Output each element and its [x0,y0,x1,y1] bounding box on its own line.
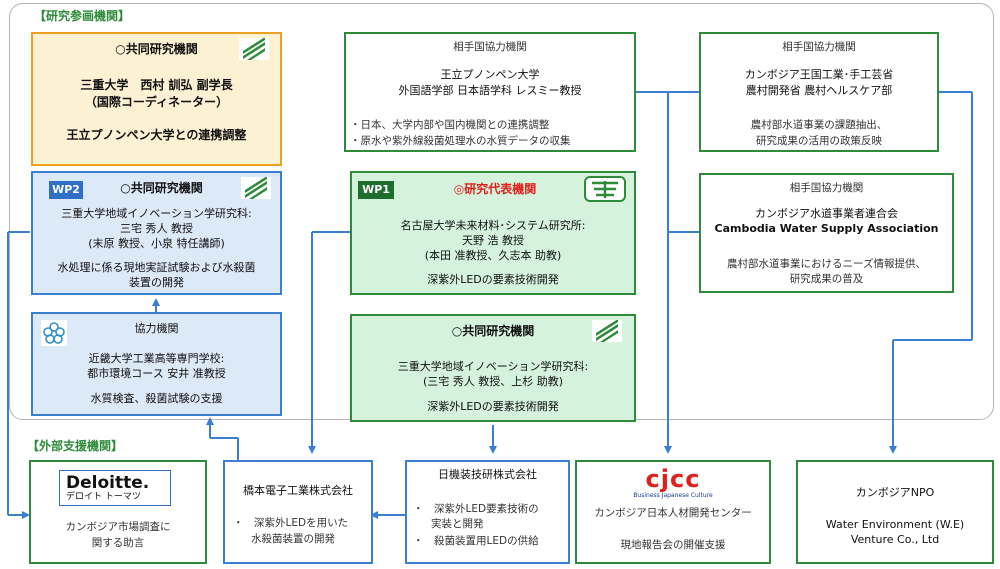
deloitte-logo-main: Deloitte. [66,473,150,493]
deloitte-logo-sub: デロイト トーマツ [66,492,141,502]
section-label-external: 【外部支援機関】 [27,439,124,453]
wp2-line2: 三宅 秀人 教授 [120,222,193,235]
mie-university-logo-icon [241,176,271,199]
coop-title: ○共同研究機関 [115,42,198,56]
coop2-mie-box: ○共同研究機関 三重大学地域イノベーション学研究科: (三宅 秀人 教授、上杉 … [350,314,636,422]
wp1-line4: 深紫外LEDの要素技術開発 [427,273,559,286]
npo-box: カンボジアNPO Water Environment (W.E) Venture… [796,460,994,564]
deloitte-box: Deloitte. デロイト トーマツ カンボジア市場調査に 関する助言 [29,460,207,564]
cjcc-desc: 現地報告会の開催支援 [620,539,726,551]
partner-name2: Cambodia Water Supply Association [714,222,939,235]
npo-line2: Venture Co., Ltd [850,533,940,546]
wp1-nagoya-box: WP1 ◎研究代表機関 名古屋大学未来材料･システム研究所: 天野 浩 教授 (… [350,171,636,295]
partner-desc1: 農村部水道事業の課題抽出、 [750,119,888,131]
kindai-line3: 水質検査、殺菌試験の支援 [90,392,223,405]
nikkiso-bullet2: 実装と開発 [431,518,484,530]
deloitte-desc2: 関する助言 [91,537,145,549]
wp2-mie-box: WP2 ○共同研究機関 三重大学地域イノベーション学研究科: 三宅 秀人 教授 … [31,171,282,295]
hashimoto-box: 橋本電子工業株式会社 ・ 深紫外LEDを用いた 水殺菌装置の開発 [223,460,373,564]
kindai-line1: 近畿大学工業高等専門学校: [88,352,225,365]
wp1-title: ◎研究代表機関 [453,182,537,196]
partner-name1: カンボジア水道事業者連合会 [755,207,898,220]
partner-heading: 相手国協力機関 [782,41,856,53]
wp2-line5: 装置の開発 [129,276,184,289]
kindai-title: 協力機関 [134,322,179,335]
partner-mih-box: 相手国協力機関 カンボジア王国工業･手工芸省 農村開発省 農村ヘルスケア部 農村… [699,32,939,152]
wp2-line3: (末原 教授、小泉 特任講師) [88,237,225,250]
nagoya-university-logo-icon [584,176,626,202]
kindai-box: 協力機関 近畿大学工業高等専門学校: 都市環境コース 安井 准教授 水質検査、殺… [31,312,282,416]
section-label-research: 【研究参画機関】 [34,9,131,23]
coop2-line1: 三重大学地域イノベーション学研究科: [397,360,589,373]
kindai-flower-logo-icon [41,320,67,346]
coop-line1: 三重大学 西村 訓弘 副学長 [80,78,233,92]
hashimoto-bullet1: ・ 深紫外LEDを用いた [233,517,349,529]
nikkiso-box: 日機装技研株式会社 ・ 深紫外LED要素技術の 実装と開発 ・ 殺菌装置用LED… [405,460,570,564]
wp1-tag: WP1 [358,181,394,199]
coop2-line3: 深紫外LEDの要素技術開発 [427,400,559,413]
partner-bullet2: ・原水や紫外線殺菌処理水の水質データの収集 [350,135,571,147]
mie-university-logo-icon [239,37,269,60]
coop-line3: 王立プノンペン大学との連携調整 [66,128,247,142]
wp1-line1: 名古屋大学未来材料･システム研究所: [400,219,586,232]
nikkiso-bullet3: ・ 殺菌装置用LEDの供給 [413,535,539,547]
cjcc-logo-small: Business Japanese Culture [633,492,713,499]
hashimoto-title: 橋本電子工業株式会社 [243,484,353,497]
wp1-line2: 天野 浩 教授 [462,234,524,247]
wp2-title: ○共同研究機関 [120,181,203,195]
deloitte-desc1: カンボジア市場調査に [65,521,171,533]
nikkiso-bullet1: ・ 深紫外LED要素技術の [413,503,539,515]
partner-desc1: 農村部水道事業におけるニーズ情報提供、 [727,258,926,270]
deloitte-logo: Deloitte. デロイト トーマツ [59,470,171,506]
wp1-line3: (本田 准教授、久志本 助教) [424,249,562,262]
coop-line2: （国際コーディネーター） [84,95,229,109]
cjcc-name: カンボジア日本人材開発センター [594,507,752,519]
coop2-title: ○共同研究機関 [451,324,535,338]
partner-name2: 外国語学部 日本語学科 レスミー教授 [398,84,582,97]
partner-heading: 相手国協力機関 [789,182,864,194]
hashimoto-bullet2: 水殺菌装置の開発 [251,533,335,545]
partner-rupp-box: 相手国協力機関 王立プノンペン大学 外国語学部 日本語学科 レスミー教授 ・日本… [344,32,636,152]
cjcc-box: cjcc Business Japanese Culture カンボジア日本人材… [575,460,771,564]
wp2-tag: WP2 [49,181,83,199]
partner-cwsa-box: 相手国協力機関 カンボジア水道事業者連合会 Cambodia Water Sup… [699,173,954,293]
partner-desc2: 研究成果の普及 [789,273,864,285]
coop2-line2: (三宅 秀人 教授、上杉 助教) [422,375,564,388]
coop-institution-mie-box: ○共同研究機関 三重大学 西村 訓弘 副学長 （国際コーディネーター） 王立プノ… [31,32,282,166]
partner-name1: 王立プノンペン大学 [440,68,540,81]
nikkiso-title: 日機装技研株式会社 [438,468,537,481]
npo-line1: Water Environment (W.E) [825,518,965,531]
npo-title: カンボジアNPO [855,486,935,499]
partner-desc2: 研究成果の活用の政策反映 [756,135,882,147]
partner-heading: 相手国協力機関 [453,41,527,53]
wp2-line1: 三重大学地域イノベーション学研究科: [61,207,252,220]
mie-university-logo-icon [592,319,622,342]
kindai-line2: 都市環境コース 安井 准教授 [87,367,226,380]
cjcc-logo: cjcc [645,465,701,493]
partner-name1: カンボジア王国工業･手工芸省 [744,68,894,81]
partner-bullet1: ・日本、大学内部や国内機関との連携調整 [350,119,550,131]
wp2-line4: 水処理に係る現地実証試験および水殺菌 [57,261,256,274]
partner-name2: 農村開発省 農村ヘルスケア部 [745,84,893,97]
